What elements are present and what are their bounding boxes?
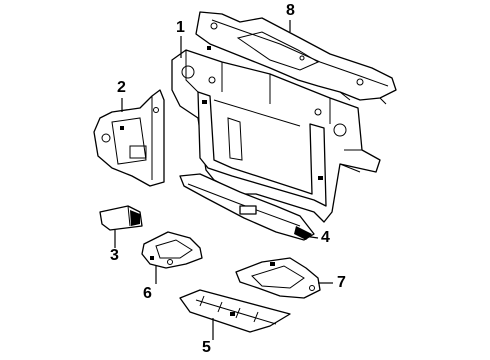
lower-splash-shield: [179, 289, 291, 333]
left-splash-shield: [141, 231, 203, 269]
callout-7: 7: [337, 274, 346, 291]
leader-lines: [114, 20, 333, 340]
side-panel-bracket: [93, 89, 165, 187]
callout-4: 4: [321, 229, 330, 246]
callout-1: 1: [176, 19, 185, 36]
callout-3: 3: [110, 247, 119, 264]
callout-6: 6: [143, 285, 152, 302]
upper-sight-shield: [195, 11, 397, 105]
radiator-support: [171, 49, 381, 223]
leader-4: [303, 235, 319, 239]
callout-5: 5: [202, 339, 211, 356]
callout-2: 2: [117, 79, 126, 96]
right-splash-shield: [235, 257, 321, 299]
callout-8: 8: [286, 2, 295, 19]
small-bracket: [99, 205, 143, 231]
